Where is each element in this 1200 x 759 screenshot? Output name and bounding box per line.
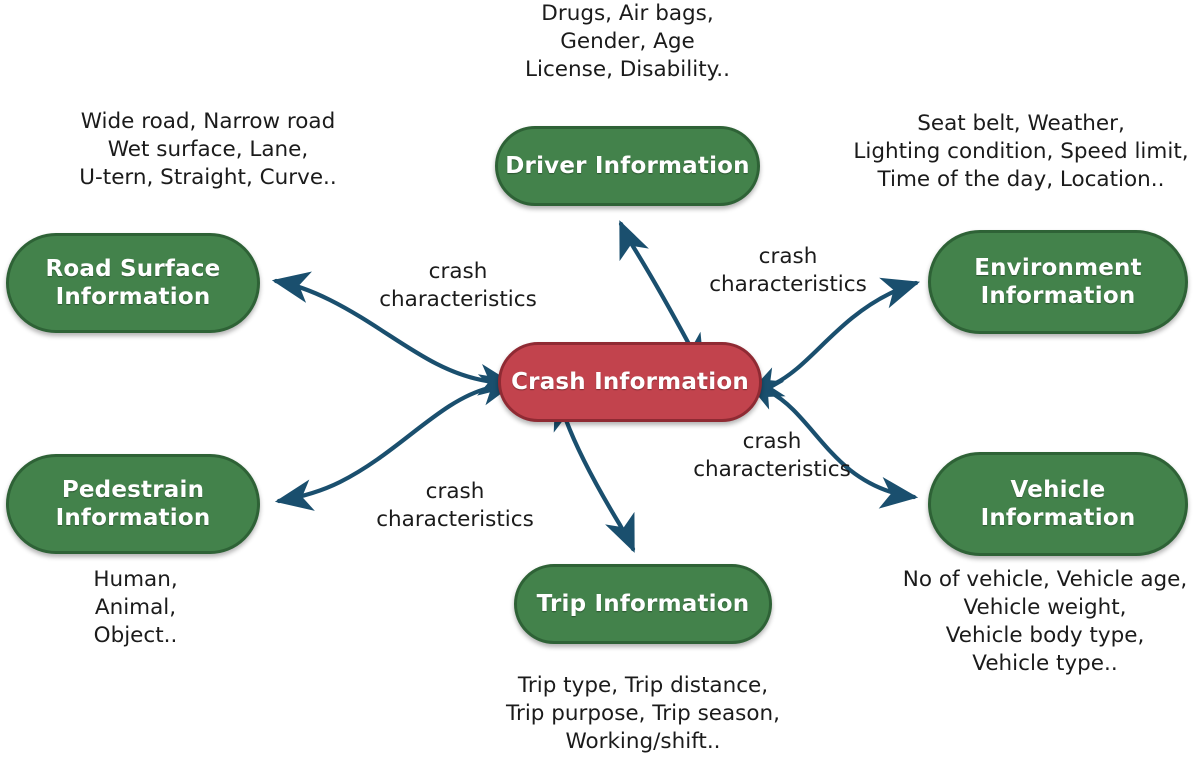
node-environment-information-label: Environment Information xyxy=(974,254,1142,309)
node-driver-information[interactable]: Driver Information xyxy=(495,126,760,206)
edge-label-road-surface: crash characteristics xyxy=(379,259,537,312)
node-vehicle-information[interactable]: Vehicle Information xyxy=(928,452,1188,556)
node-pedestrain-information-label: Pedestrain Information xyxy=(55,476,211,531)
attributes-trip-information: Trip type, Trip distance, Trip purpose, … xyxy=(506,673,780,754)
attributes-pedestrain-information: Human, Animal, Object.. xyxy=(93,567,178,648)
attributes-vehicle-information: No of vehicle, Vehicle age, Vehicle weig… xyxy=(902,567,1188,676)
edge-label-trip-pedestrain: crash characteristics xyxy=(376,479,534,532)
node-environment-information[interactable]: Environment Information xyxy=(928,230,1188,334)
edge-crash-to-environment xyxy=(744,277,921,398)
node-crash-information-label: Crash Information xyxy=(511,368,749,395)
edge-label-driver-environment: crash characteristics xyxy=(709,244,867,297)
attributes-driver-information: Drugs, Air bags, Gender, Age License, Di… xyxy=(525,1,730,82)
node-pedestrain-information[interactable]: Pedestrain Information xyxy=(6,454,260,554)
attributes-road-surface-information: Wide road, Narrow road Wet surface, Lane… xyxy=(79,109,337,190)
attributes-environment-information: Seat belt, Weather, Lighting condition, … xyxy=(853,111,1189,192)
node-road-surface-information[interactable]: Road Surface Information xyxy=(6,233,260,333)
node-vehicle-information-label: Vehicle Information xyxy=(980,476,1136,531)
edge-crash-to-driver xyxy=(618,220,705,373)
node-trip-information[interactable]: Trip Information xyxy=(514,564,772,644)
edge-label-vehicle: crash characteristics xyxy=(693,429,851,482)
node-driver-information-label: Driver Information xyxy=(505,152,750,179)
node-trip-information-label: Trip Information xyxy=(536,590,750,617)
node-road-surface-information-label: Road Surface Information xyxy=(45,255,221,310)
edge-crash-to-trip xyxy=(553,391,636,553)
node-crash-information[interactable]: Crash Information xyxy=(498,342,762,422)
